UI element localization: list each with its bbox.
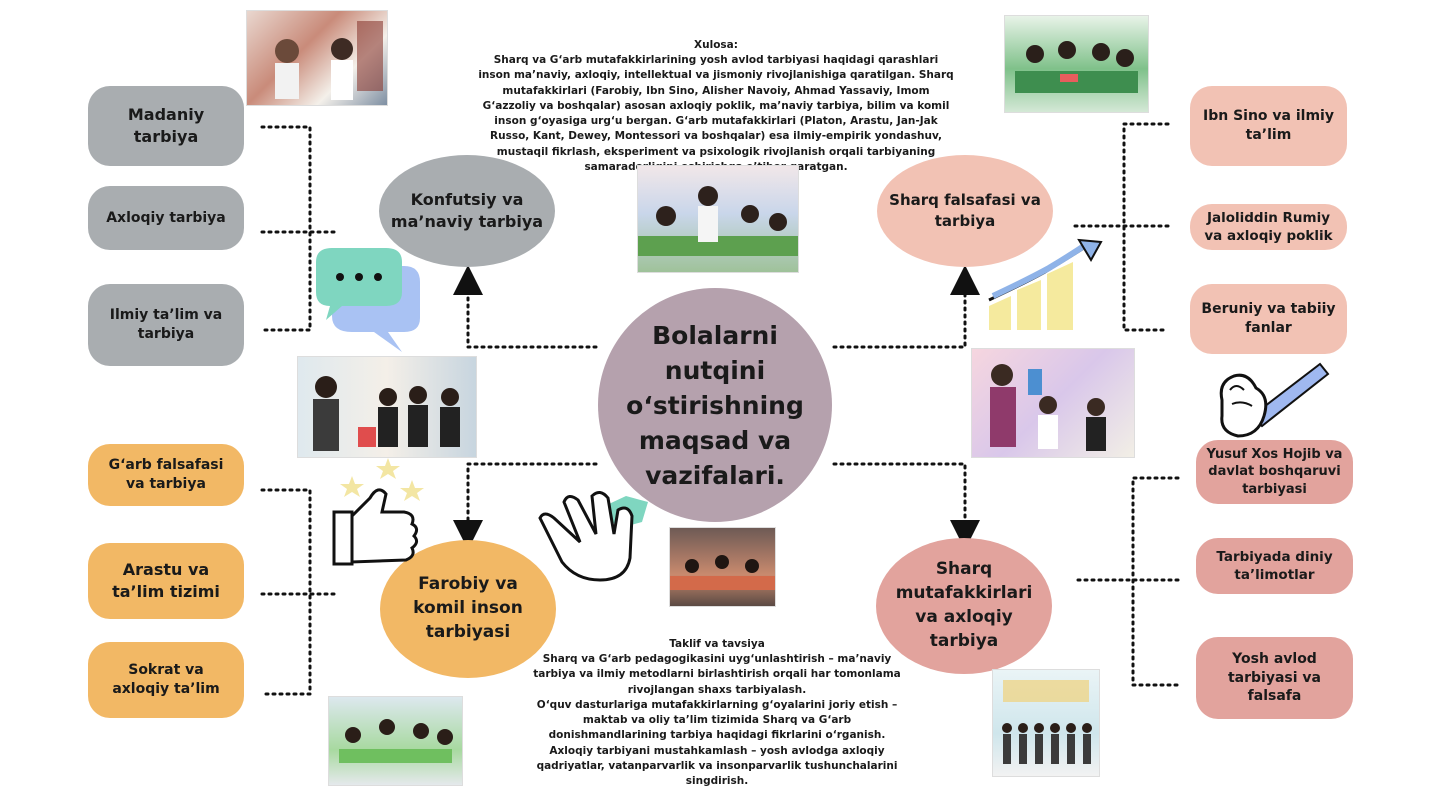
taklif-text-block: Taklif va tavsiya Sharq va G‘arb pedagog…: [530, 637, 904, 789]
photo-classroom-2: [1004, 15, 1149, 113]
oval-sharq-falsafasi-label: Sharq falsafasi va tarbiya: [889, 191, 1041, 230]
oval-sharq-mutafakkirlari-label: Sharq mutafakkirlari va axloqiy tarbiya: [895, 559, 1033, 651]
pill-label: Ilmiy ta’lim va tarbiya: [109, 307, 223, 342]
pill-label: G‘arb falsafasi va tarbiya: [108, 457, 224, 492]
waving-hand-icon: [538, 491, 648, 582]
taklif-point-1: Sharq va G‘arb pedagogikasini uyg‘unlash…: [533, 653, 901, 696]
children-photo-icon: [313, 376, 460, 451]
children-photo-icon: [670, 555, 775, 590]
photo-classroom-5: [971, 348, 1135, 458]
pill-rumiy: Jaloliddin Rumiy va axloqiy poklik: [1190, 204, 1347, 250]
oval-farobiy-label: Farobiy va komil inson tarbiyasi: [413, 574, 523, 642]
pill-axloqiy-tarbiya: Axloqiy tarbiya: [88, 186, 244, 250]
xulosa-text-block: Xulosa: Sharq va G‘arb mutafakkirlarinin…: [478, 38, 954, 175]
xulosa-heading: Xulosa:: [694, 39, 738, 51]
children-photo-icon: [638, 186, 798, 256]
photo-classroom-4: [297, 356, 477, 458]
pill-ibn-sino: Ibn Sino va ilmiy ta’lim: [1190, 86, 1347, 166]
pill-label: Sokrat va axloqiy ta’lim: [112, 662, 220, 697]
oval-konfutsiy: Konfutsiy va ma’naviy tarbiya: [379, 155, 555, 267]
xulosa-body: Sharq va G‘arb mutafakkirlarining yosh a…: [478, 54, 954, 173]
children-photo-icon: [1002, 680, 1092, 764]
pill-yosh-avlod: Yosh avlod tarbiyasi va falsafa: [1196, 637, 1353, 719]
oval-farobiy: Farobiy va komil inson tarbiyasi: [380, 540, 556, 678]
taklif-point-2: O‘quv dasturlariga mutafakkirlarning g‘o…: [536, 698, 898, 742]
children-photo-icon: [275, 21, 383, 100]
oval-konfutsiy-label: Konfutsiy va ma’naviy tarbiya: [390, 189, 544, 231]
pill-sokrat: Sokrat va axloqiy ta’lim: [88, 642, 244, 718]
center-topic-title: Bolalarni nutqini o‘stirishning maqsad v…: [626, 320, 804, 490]
photo-classroom-1: [246, 10, 388, 106]
pill-label: Jaloliddin Rumiy va axloqiy poklik: [1204, 209, 1333, 244]
taklif-point-3: Axloqiy tarbiyani mustahkamlash – yosh a…: [536, 744, 898, 787]
pill-label: Madaniy tarbiya: [127, 105, 205, 146]
growth-chart-arrow-icon: [988, 238, 1103, 330]
pill-ilmiy-talim: Ilmiy ta’lim va tarbiya: [88, 284, 244, 366]
pill-label: Yusuf Xos Hojib va davlat boshqaruvi tar…: [1206, 446, 1343, 497]
pill-label: Arastu va ta’lim tizimi: [112, 560, 220, 601]
pill-beruniy: Beruniy va tabiiy fanlar: [1190, 284, 1347, 354]
speech-bubbles-icon: [316, 248, 420, 352]
thumbs-up-icon: [332, 458, 424, 566]
hand-writing-pen-icon: [1219, 362, 1330, 438]
children-photo-icon: [1015, 41, 1138, 93]
photo-classroom-6: [669, 527, 776, 607]
oval-sharq-mutafakkirlari: Sharq mutafakkirlari va axloqiy tarbiya: [876, 538, 1052, 674]
pill-madaniy-tarbiya: Madaniy tarbiya: [88, 86, 244, 166]
pill-label: Axloqiy tarbiya: [106, 209, 226, 226]
pill-diniy-talimotlar: Tarbiyada diniy ta’limotlar: [1196, 538, 1353, 594]
pill-garb-falsafasi: G‘arb falsafasi va tarbiya: [88, 444, 244, 506]
photo-classroom-3: [637, 165, 799, 273]
children-photo-icon: [990, 364, 1106, 451]
pill-yusuf-xos-hojib: Yusuf Xos Hojib va davlat boshqaruvi tar…: [1196, 440, 1353, 504]
pill-label: Beruniy va tabiiy fanlar: [1201, 301, 1336, 336]
center-topic-circle: Bolalarni nutqini o‘stirishning maqsad v…: [598, 288, 832, 522]
children-photo-icon: [339, 719, 453, 763]
taklif-heading: Taklif va tavsiya: [669, 638, 765, 650]
pill-label: Tarbiyada diniy ta’limotlar: [1216, 548, 1333, 583]
photo-classroom-8: [992, 669, 1100, 777]
photo-classroom-7: [328, 696, 463, 786]
pill-label: Yosh avlod tarbiyasi va falsafa: [1227, 650, 1322, 705]
pill-arastu: Arastu va ta’lim tizimi: [88, 543, 244, 619]
oval-sharq-falsafasi: Sharq falsafasi va tarbiya: [877, 155, 1053, 267]
pill-label: Ibn Sino va ilmiy ta’lim: [1203, 108, 1334, 143]
